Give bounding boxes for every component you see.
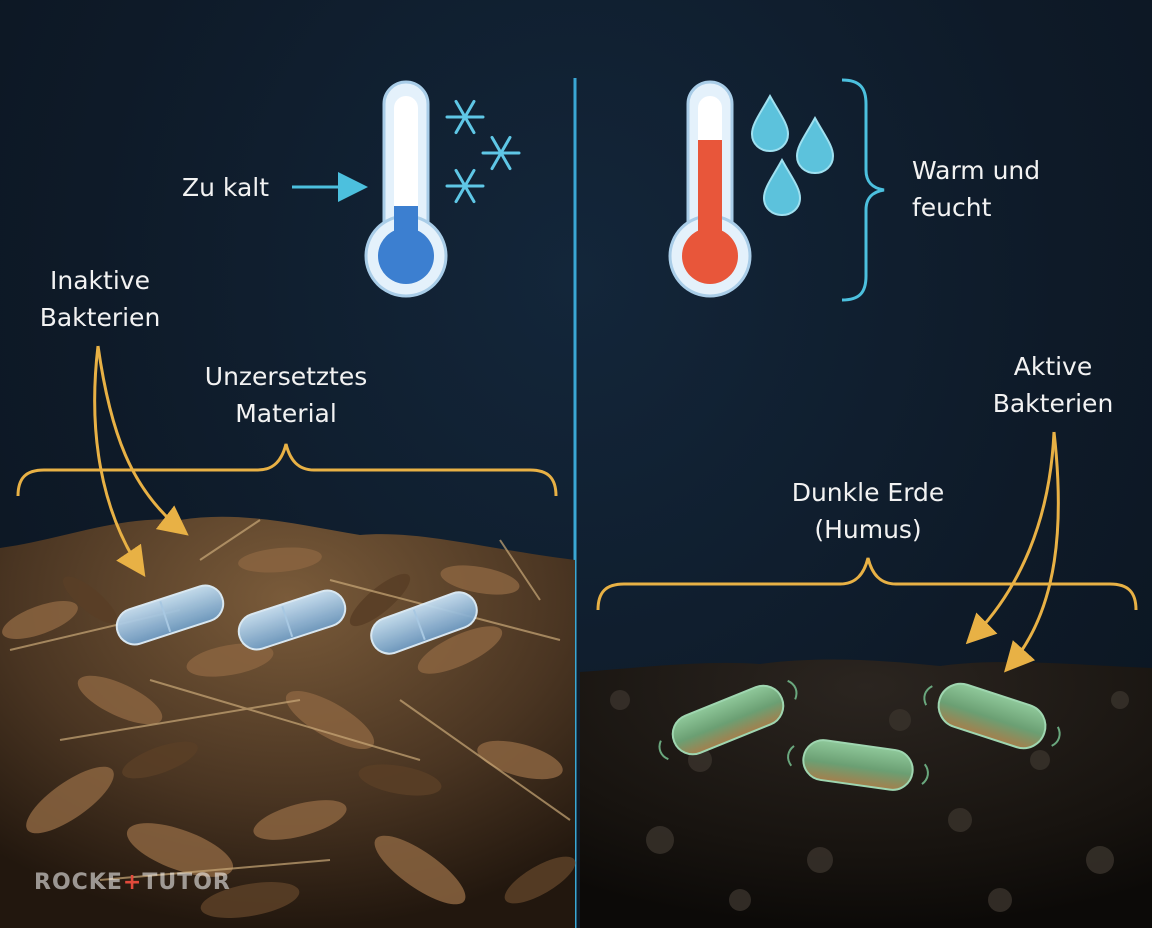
active-arrow-2: [1003, 431, 1060, 673]
inactive-arrow-1: [93, 345, 146, 577]
active-bacteria-label: Aktive Bakterien: [992, 352, 1114, 418]
undecomposed-brace: [16, 443, 558, 497]
inactive-arrow-2: [96, 345, 189, 536]
dark-soil-brace: [596, 557, 1138, 611]
active-bacteria-group: [658, 679, 1061, 791]
inactive-bacteria-label: Inaktive Bakterien: [39, 266, 161, 332]
leaf-litter-pile: [0, 516, 576, 928]
too-cold-label: Zu kalt: [182, 173, 270, 202]
snowflake-icon: [445, 99, 521, 204]
bacteria-icon: [115, 584, 225, 646]
warm-humid-label: Warm und feucht: [912, 152, 1040, 226]
active-arrow-1: [965, 431, 1056, 645]
warm-humid-text: Warm und feucht: [912, 156, 1041, 222]
bacteria-icon: [237, 589, 347, 651]
warm-humid-brace: [841, 78, 885, 302]
thermometer-warm-icon: [668, 80, 752, 298]
water-drop-icon: [750, 93, 835, 217]
watermark-logo: ROCKE+TUTOR: [34, 870, 231, 895]
undecomposed-material-label: Unzersetztes Material: [204, 362, 368, 428]
bacteria-icon: [923, 682, 1061, 750]
bacteria-icon: [370, 591, 478, 655]
bacteria-icon: [658, 679, 798, 761]
inactive-bacteria-group: [115, 584, 478, 655]
dark-soil-label: Dunkle Erde (Humus): [791, 478, 945, 544]
bacteria-icon: [787, 739, 929, 791]
thermometer-cold-icon: [364, 80, 448, 298]
dark-soil-mound: [580, 659, 1152, 928]
